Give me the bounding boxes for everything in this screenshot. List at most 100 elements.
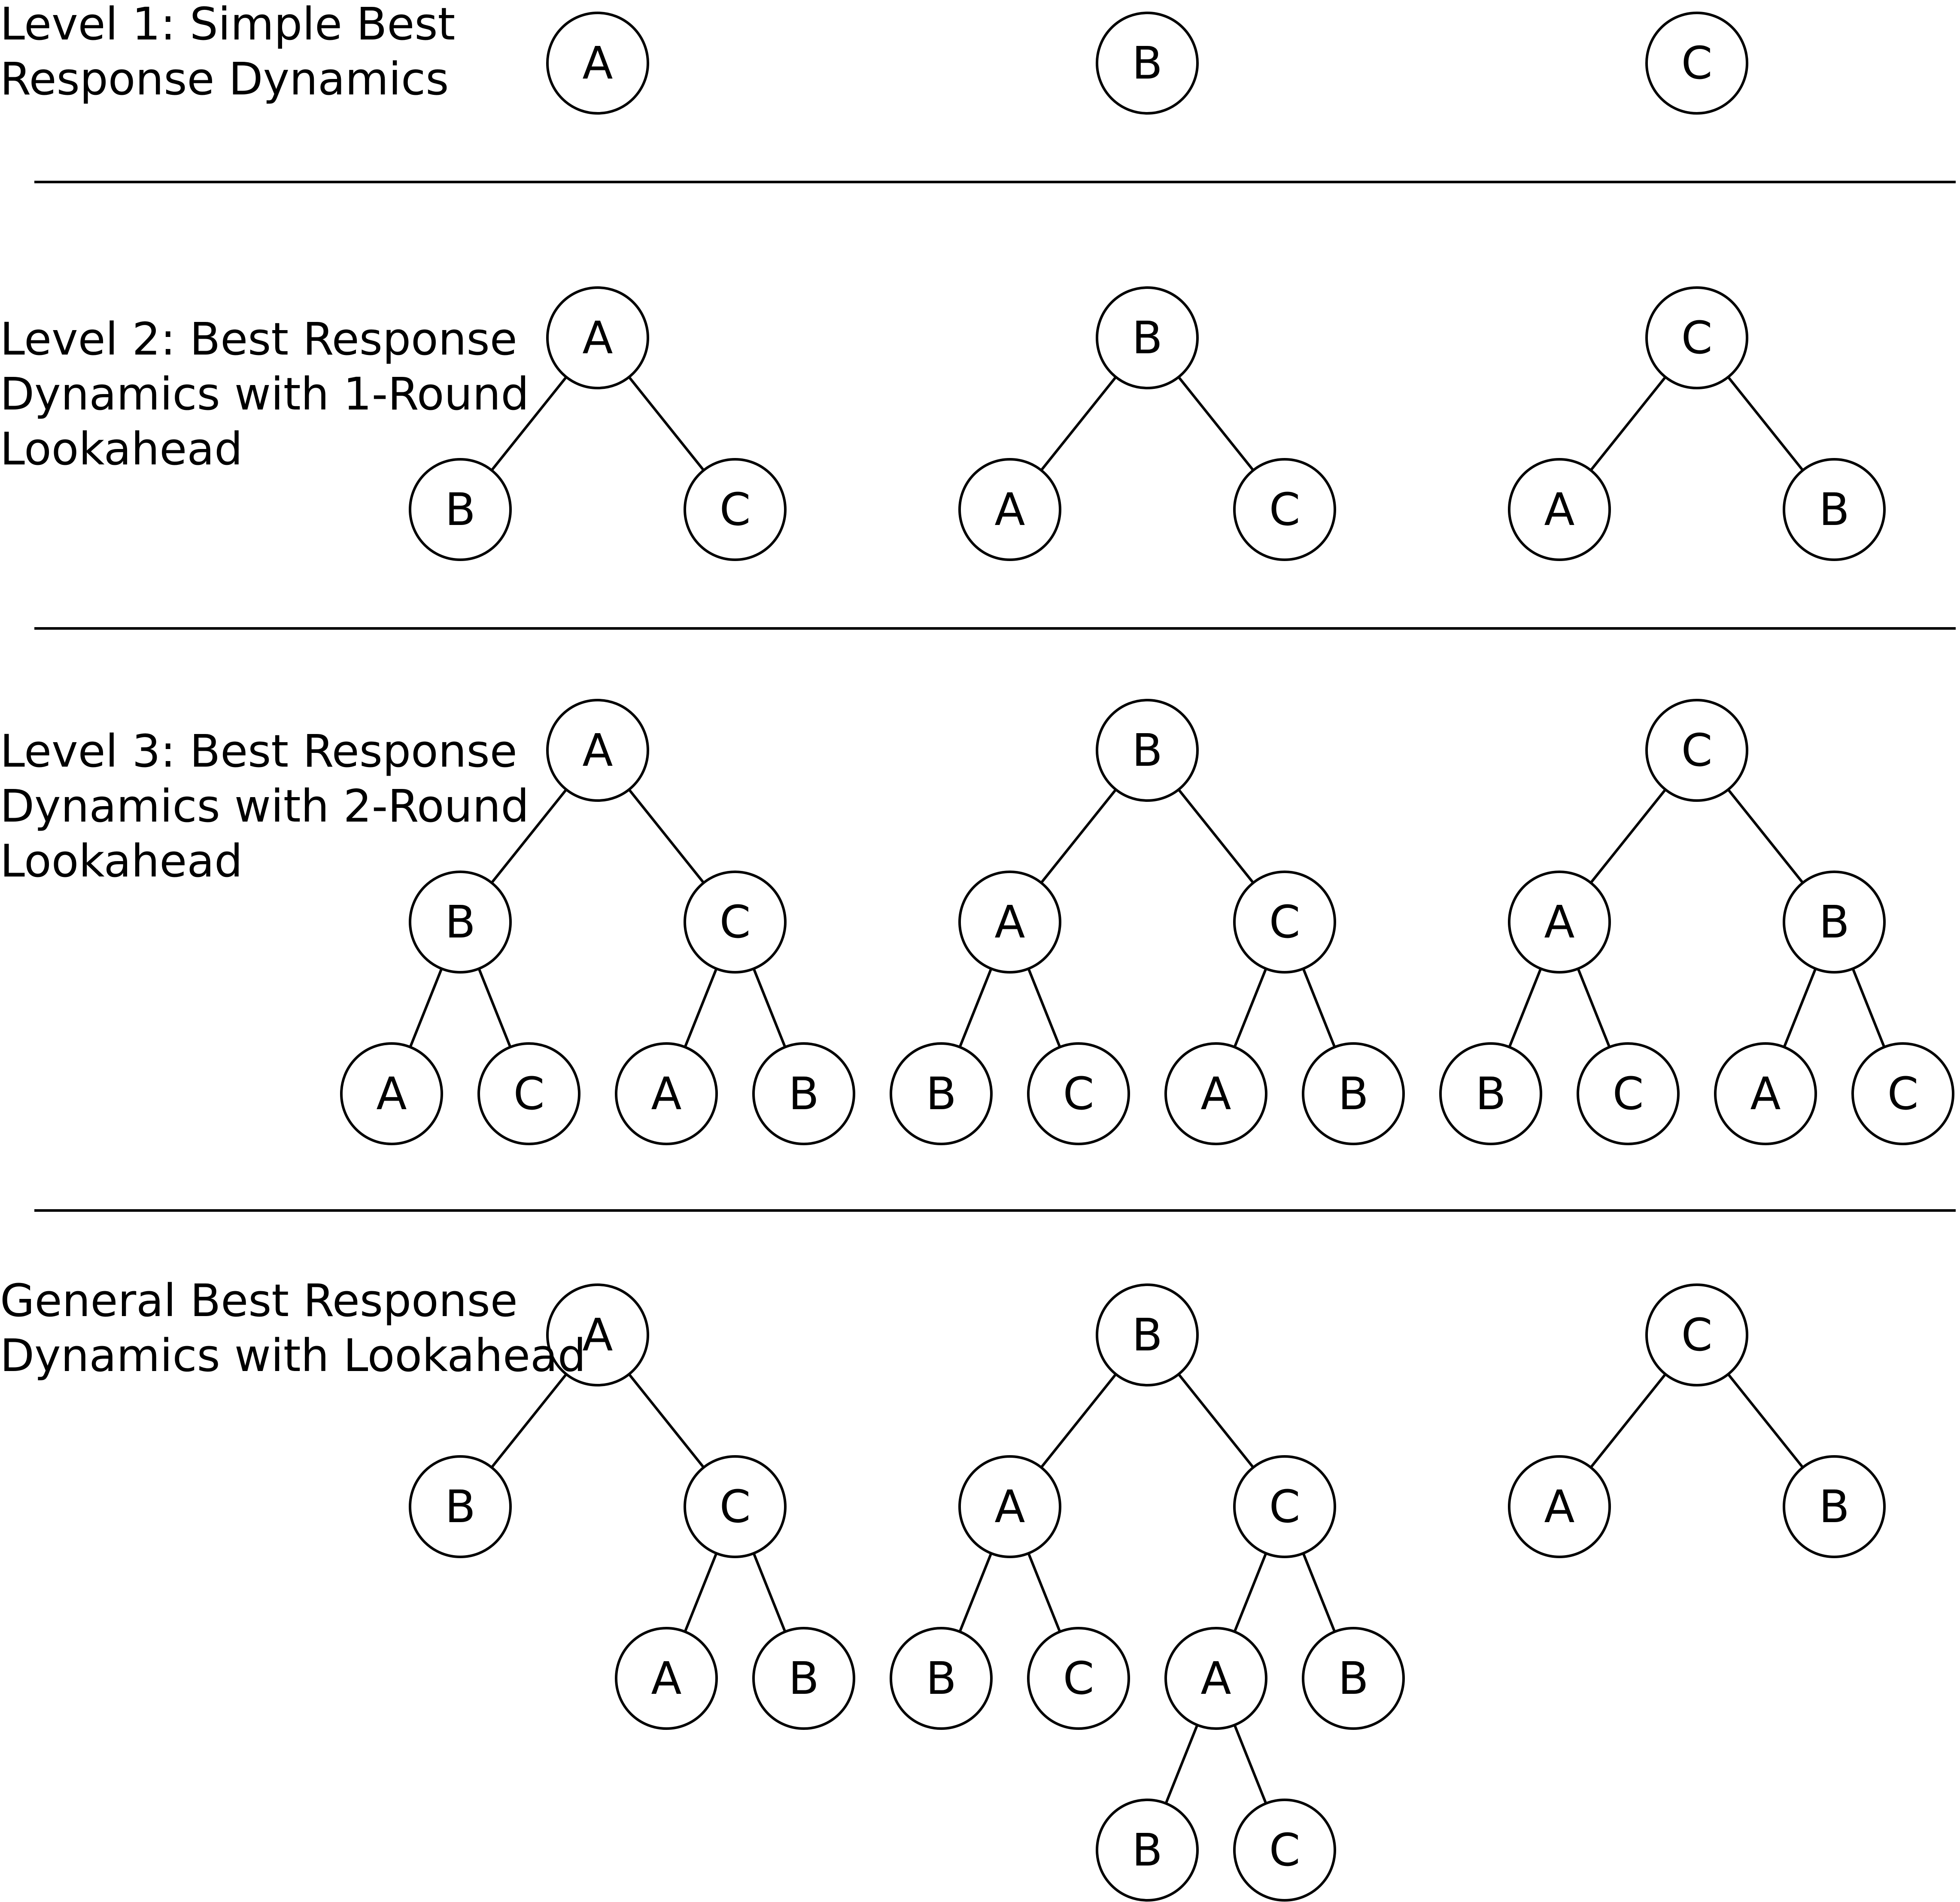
node-label: C <box>1681 312 1713 364</box>
node-label: B <box>445 1480 475 1533</box>
node-label: B <box>1132 1309 1162 1361</box>
node-circle <box>1645 286 1748 389</box>
tree-node-3-1-2: C <box>684 871 787 974</box>
node-label: B <box>445 483 475 536</box>
node-circle <box>340 1042 443 1145</box>
tree-edge <box>1851 968 1886 1048</box>
tree-edge <box>1177 789 1255 884</box>
tree-node-4-2-2-1-2: C <box>1233 1799 1336 1902</box>
tree-node-3-2-1-1: B <box>890 1042 993 1145</box>
tree-node-4-2-1: A <box>958 1455 1061 1558</box>
node-label: A <box>582 37 613 89</box>
node-label: C <box>720 483 751 536</box>
node-label: C <box>1887 1068 1919 1120</box>
node-label: C <box>720 1480 751 1533</box>
node-label: B <box>788 1068 819 1120</box>
tree-node-3-1-2-2: B <box>752 1042 855 1145</box>
level-1-label: Level 1: Simple Best Response Dynamics <box>0 0 537 106</box>
node-circle <box>1851 1042 1954 1145</box>
tree-edge <box>1302 1553 1336 1632</box>
tree-edge <box>1164 1724 1199 1804</box>
level-3-label-line-1: Level 3: Best Response <box>0 725 517 777</box>
node-circle <box>684 871 787 974</box>
tree-node-2-2: B <box>1096 286 1199 389</box>
tree-edge <box>1040 1373 1117 1468</box>
node-circle <box>546 12 649 115</box>
node-label: B <box>445 896 475 948</box>
tree-edge <box>1040 376 1117 471</box>
node-label: A <box>582 724 613 777</box>
tree-edge <box>409 968 443 1048</box>
tree-node-3-1-2-1: A <box>615 1042 718 1145</box>
node-circle <box>1645 699 1748 802</box>
tree-edge <box>490 789 568 884</box>
tree-node-2-1: A <box>546 286 649 389</box>
tree-node-3-2-1: A <box>958 871 1061 974</box>
node-label: A <box>1750 1068 1781 1120</box>
tree-node-3-3-1: A <box>1508 871 1611 974</box>
tree-node-4-2-1-1: B <box>890 1627 993 1730</box>
tree-node-4-3-1: A <box>1508 1455 1611 1558</box>
node-circle <box>1096 1283 1199 1386</box>
tree-edge <box>628 789 705 884</box>
general-label-line-1: General Best Response <box>0 1274 518 1327</box>
tree-node-4-2: B <box>1096 1283 1199 1386</box>
node-circle <box>1783 458 1886 561</box>
tree-edge <box>1177 1373 1255 1468</box>
tree-node-1-1: A <box>546 12 649 115</box>
tree-node-1-2: B <box>1096 12 1199 115</box>
tree-edge <box>1589 1373 1667 1468</box>
node-label: A <box>994 483 1025 536</box>
tree-node-3-3-2: B <box>1783 871 1886 974</box>
tree-node-3-1-1-2: C <box>477 1042 580 1145</box>
level-2-label-line-1: Level 2: Best Response <box>0 313 517 365</box>
node-circle <box>1577 1042 1680 1145</box>
node-label: A <box>1200 1652 1231 1705</box>
tree-edge <box>1027 1553 1061 1632</box>
node-circle <box>546 286 649 389</box>
level-1-label-line-2: Response Dynamics <box>0 53 449 105</box>
node-circle <box>684 1455 787 1558</box>
tree-node-3-2-2: C <box>1233 871 1336 974</box>
node-circle <box>1508 871 1611 974</box>
node-circle <box>1096 12 1199 115</box>
tree-edge <box>1302 968 1336 1048</box>
node-circle <box>1096 1799 1199 1902</box>
node-label: B <box>788 1652 819 1705</box>
node-circle <box>1645 12 1748 115</box>
tree-edge <box>490 1373 568 1468</box>
node-circle <box>1027 1042 1130 1145</box>
tree-node-2-2-1: A <box>958 458 1061 561</box>
tree-edge <box>1589 789 1667 884</box>
tree-node-3-2: B <box>1096 699 1199 802</box>
node-label: C <box>1269 896 1301 948</box>
node-label: B <box>1819 1480 1849 1533</box>
tree-edge <box>1027 968 1061 1048</box>
level-2-label: Level 2: Best Response Dynamics with 1-R… <box>0 312 537 476</box>
node-label: C <box>720 896 751 948</box>
node-circle <box>615 1627 718 1730</box>
node-circle <box>1164 1042 1267 1145</box>
node-circle <box>1096 286 1199 389</box>
node-circle <box>1645 1283 1748 1386</box>
tree-node-4-2-2-2: B <box>1302 1627 1405 1730</box>
node-circle <box>958 458 1061 561</box>
tree-node-3-3-1-1: B <box>1439 1042 1542 1145</box>
tree-edge <box>1508 968 1542 1048</box>
node-label: C <box>1681 1309 1713 1361</box>
level-3-label-line-2: Dynamics with 2-Round <box>0 780 529 832</box>
tree-node-3-1: A <box>546 699 649 802</box>
node-circle <box>752 1627 855 1730</box>
tree-node-3-1-1: B <box>409 871 512 974</box>
node-label: A <box>376 1068 407 1120</box>
node-label: B <box>1338 1652 1368 1705</box>
node-circle <box>1027 1627 1130 1730</box>
tree-node-4-1-2: C <box>684 1455 787 1558</box>
